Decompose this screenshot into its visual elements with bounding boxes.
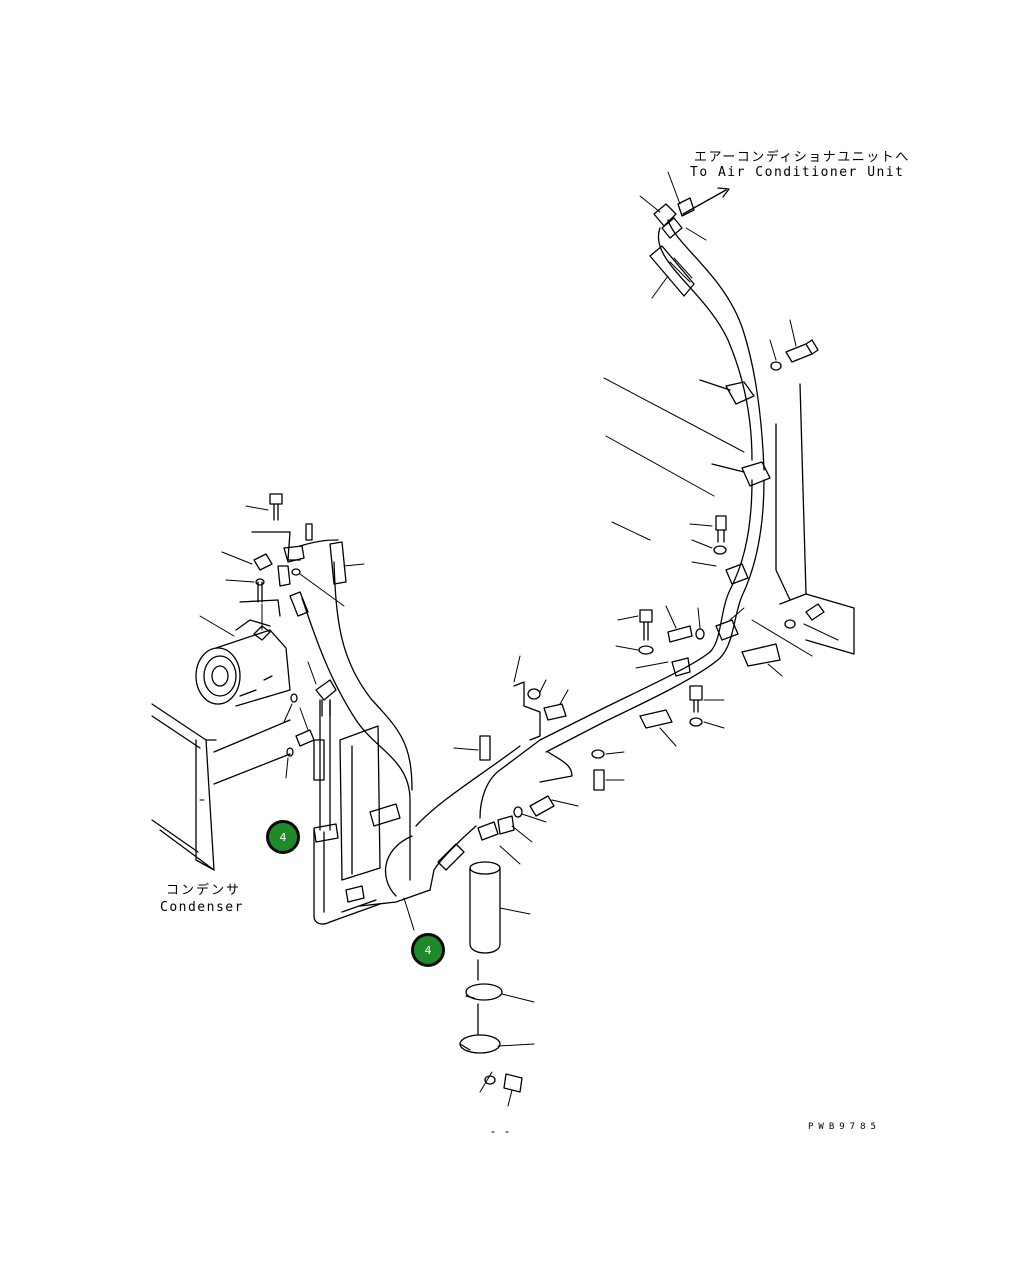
upper-hose-pair	[649, 197, 765, 471]
receiver-drier	[459, 815, 535, 1107]
destination-label-en: To Air Conditioner Unit	[690, 165, 905, 180]
mid-hose	[539, 479, 765, 753]
condenser-pipes	[313, 699, 401, 925]
condenser-inlet-hose	[359, 825, 477, 931]
bolt-washer-top-right	[769, 319, 819, 371]
condenser-label-ja: コンデンサ	[166, 883, 242, 898]
hose-clamps-upper	[699, 379, 771, 487]
drier-lines	[453, 735, 625, 823]
mid-bracket	[513, 655, 725, 747]
compressor	[195, 615, 291, 707]
condenser-label-en: Condenser	[160, 900, 244, 915]
figure-code: PWB9785	[808, 1122, 881, 1132]
destination-label-ja: エアーコンディショナユニットへ	[694, 150, 910, 165]
compressor-fittings	[221, 493, 365, 631]
to-ac-unit-arrow	[682, 187, 730, 215]
upper-leader-lines	[603, 171, 745, 541]
cab-post-bracket	[751, 383, 855, 657]
callout-badge[interactable]: 4	[266, 820, 300, 854]
condenser-unit	[151, 703, 291, 871]
condenser-pipe-stubs	[283, 661, 337, 781]
callout-badge[interactable]: 4	[411, 933, 445, 967]
discharge-hose	[301, 561, 521, 897]
mid-right-fasteners	[615, 515, 783, 677]
